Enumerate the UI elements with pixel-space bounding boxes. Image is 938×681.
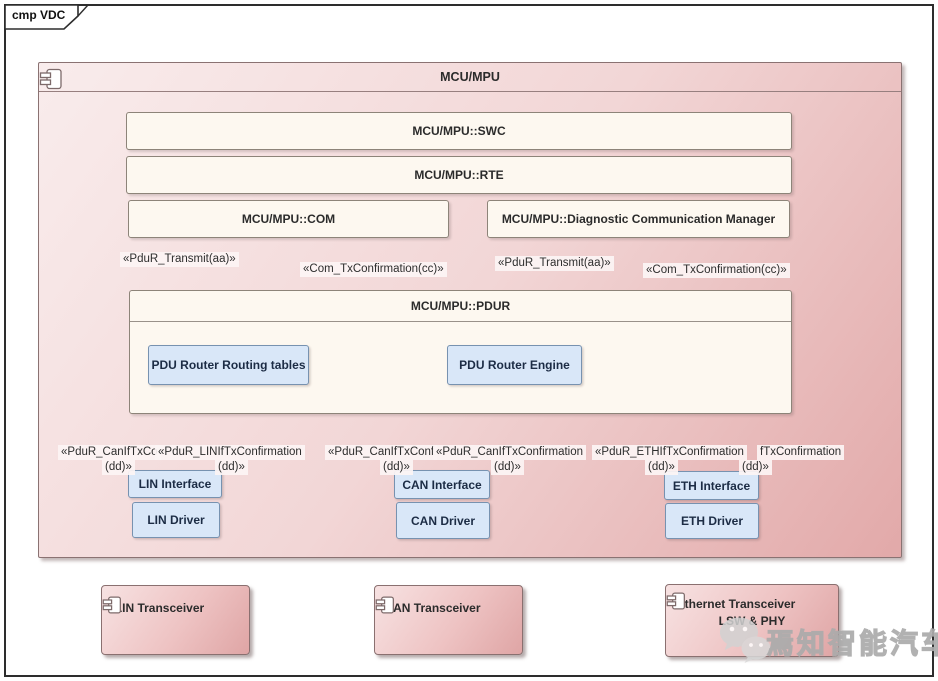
can-driver-box: CAN Driver: [396, 502, 490, 539]
component-icon: [666, 592, 685, 610]
label-ethif-txconfirmation: «PduR_ETHIfTxConfirmation (dd)»: [592, 445, 747, 475]
swc-box: MCU/MPU::SWC: [126, 112, 792, 150]
com-label: MCU/MPU::COM: [241, 212, 336, 226]
frame-tab-label: cmp VDC: [12, 8, 66, 22]
component-icon: [102, 596, 121, 614]
label-pdur-transmit-dcm: «PduR_Transmit(aa)»: [495, 256, 614, 271]
frame-tab-fold-line: [77, 4, 89, 17]
can-transceiver-label: CAN Transceiver: [384, 601, 481, 615]
can-interface-label: CAN Interface: [402, 477, 482, 492]
lin-driver-box: LIN Driver: [132, 502, 220, 538]
can-driver-label: CAN Driver: [410, 513, 476, 528]
pdur-title: MCU/MPU::PDUR: [130, 291, 791, 322]
dcm-box: MCU/MPU::Diagnostic Communication Manage…: [487, 200, 790, 238]
eth-driver-box: ETH Driver: [665, 503, 759, 539]
label-canif-txconfirmation: «PduR_CanIfTxConfirmation (dd)»: [433, 445, 587, 475]
lin-interface-label: LIN Interface: [138, 477, 212, 491]
pdu-router-routing-tables-box: PDU Router Routing tables: [148, 345, 309, 385]
watermark-text: 焉知智能汽车: [765, 627, 938, 659]
lin-interface-box: LIN Interface: [128, 470, 222, 498]
routing-tables-label: PDU Router Routing tables: [151, 358, 306, 372]
mcu-mpu-title: MCU/MPU: [39, 63, 901, 92]
label-canif-txco: «PduR_CanIfTxCo (dd)»: [58, 445, 161, 475]
component-icon: [375, 596, 394, 614]
label-pdur-transmit-com: «PduR_Transmit(aa)»: [120, 252, 239, 267]
label-linif-txconfirmation: «PduR_LINIfTxConfirmation (dd)»: [155, 445, 305, 475]
ethernet-transceiver-label: Ethernet Transceiver: [676, 597, 796, 611]
label-canif-txconf: «PduR_CanIfTxConf (dd)»: [325, 445, 438, 475]
label-com-txconfirmation-dcm: «Com_TxConfirmation(cc)»: [643, 263, 790, 278]
lin-transceiver-label: LIN Transceiver: [114, 601, 205, 615]
pdu-router-engine-box: PDU Router Engine: [447, 345, 582, 385]
label-ftxconfirmation: fTxConfirmation (dd)»: [739, 445, 845, 475]
eth-driver-label: ETH Driver: [680, 514, 744, 528]
rte-label: MCU/MPU::RTE: [414, 168, 504, 182]
swc-label: MCU/MPU::SWC: [412, 124, 506, 138]
wechat-watermark-icon: [720, 617, 771, 663]
frame-tab-shape: [4, 4, 79, 30]
rte-box: MCU/MPU::RTE: [126, 156, 792, 194]
label-com-txconfirmation: «Com_TxConfirmation(cc)»: [300, 262, 447, 277]
eth-interface-label: ETH Interface: [672, 478, 751, 493]
lin-driver-label: LIN Driver: [147, 513, 205, 527]
com-box: MCU/MPU::COM: [128, 200, 449, 238]
dcm-label: MCU/MPU::Diagnostic Communication Manage…: [501, 212, 776, 226]
lin-transceiver-box: LIN Transceiver: [101, 585, 250, 655]
eth-interface-box: ETH Interface: [664, 471, 759, 500]
engine-label: PDU Router Engine: [459, 358, 570, 372]
diagram-frame-border: [4, 4, 934, 677]
can-transceiver-box: CAN Transceiver: [374, 585, 523, 655]
component-icon: [39, 68, 62, 90]
